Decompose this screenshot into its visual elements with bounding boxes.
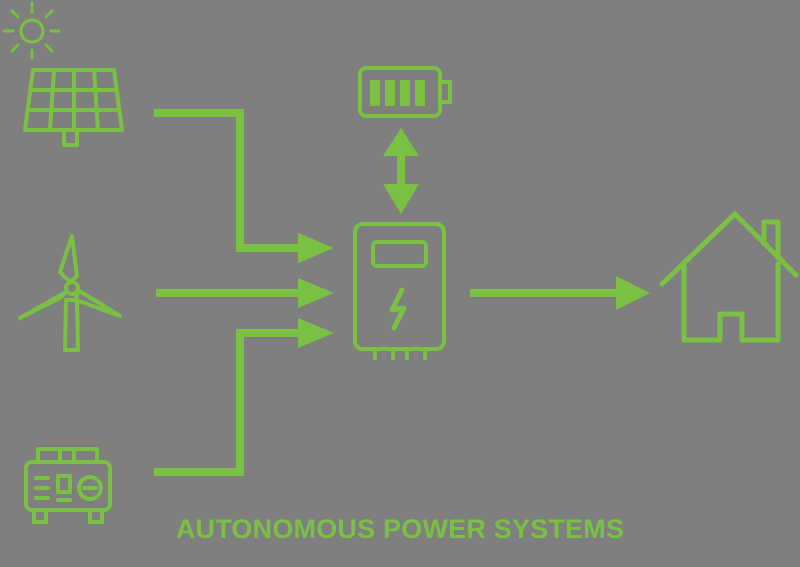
solar-to-inverter-arrow [154,109,334,263]
inverter-to-house-arrow [470,276,650,310]
battery-inverter-bidirectional-arrow [383,128,419,214]
house-icon [659,211,799,343]
sun-icon [2,1,61,60]
generator-icon [24,447,112,524]
battery-icon [358,66,452,118]
generator-to-inverter-arrow [154,318,334,476]
wind-turbine-icon [18,234,122,352]
solar-panel-icon [23,68,124,147]
diagram-title: AUTONOMOUS POWER SYSTEMS [175,514,625,544]
wind-to-inverter-arrow [156,278,334,308]
inverter-icon [353,222,446,360]
